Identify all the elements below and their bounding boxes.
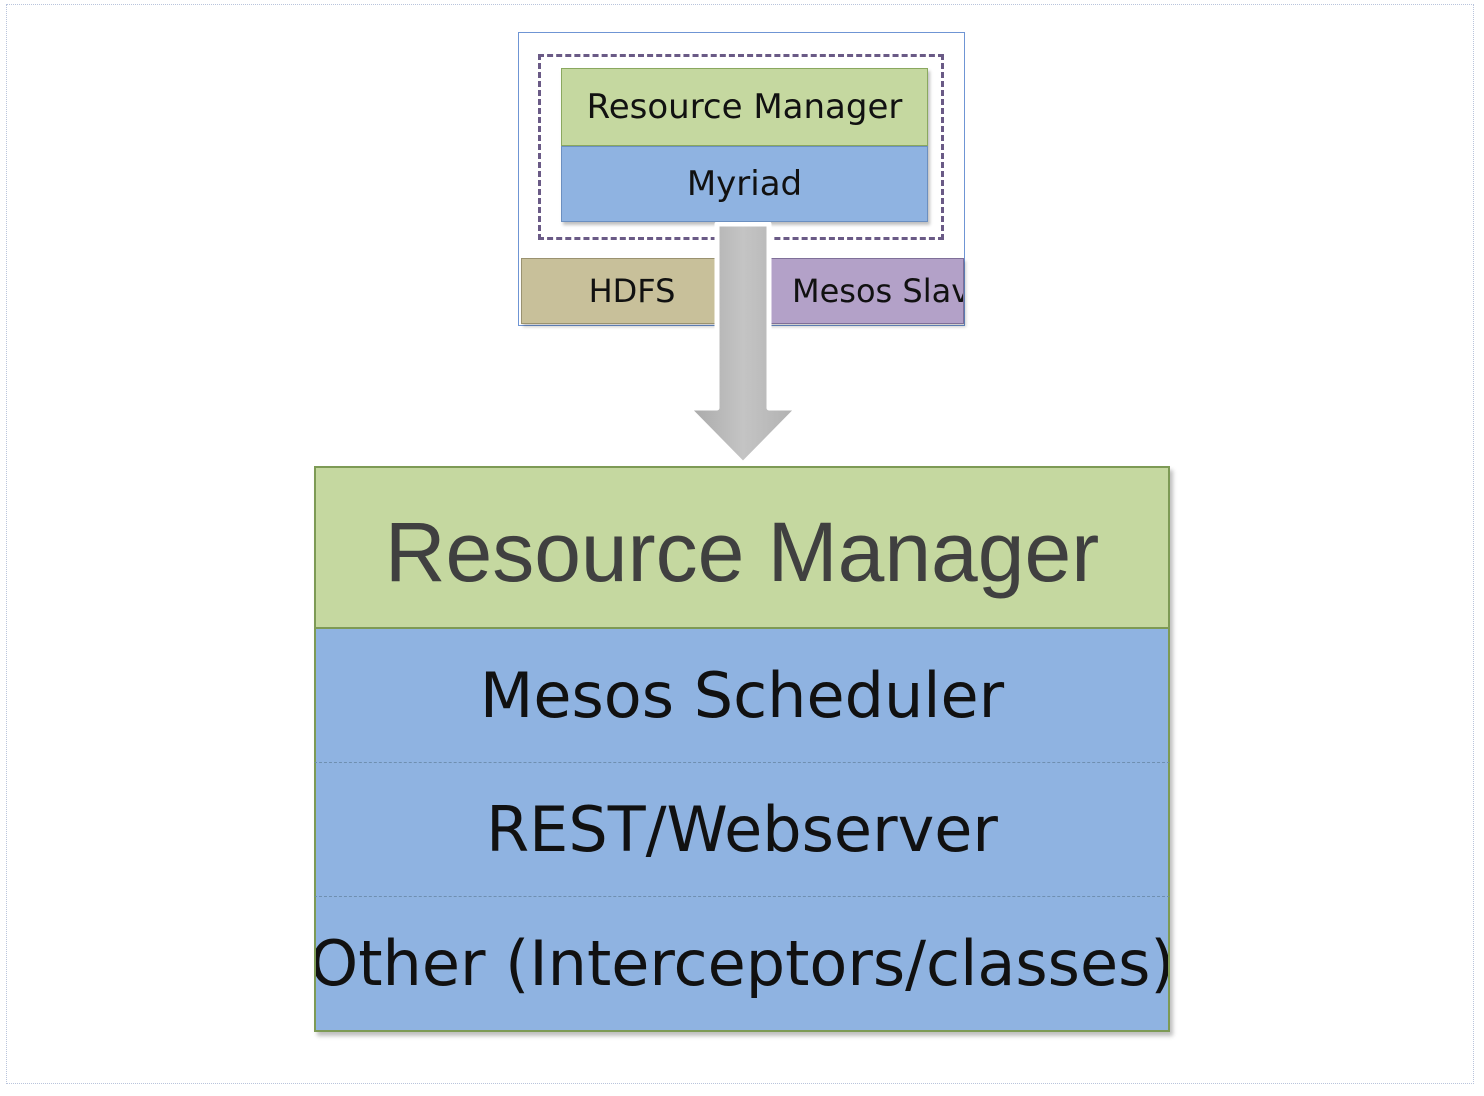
rest-webserver-label: REST/Webserver xyxy=(486,793,998,866)
down-arrow-icon xyxy=(685,222,801,467)
mesos-scheduler-layer: Mesos Scheduler xyxy=(314,629,1170,763)
mesos-scheduler-label: Mesos Scheduler xyxy=(479,659,1005,732)
resource-manager-stack: Resource Manager Mesos Scheduler REST/We… xyxy=(314,466,1170,1032)
hdfs-box: HDFS xyxy=(521,258,743,324)
node-myriad-label: Myriad xyxy=(686,164,803,204)
other-layer: Other (Interceptors/classes) xyxy=(314,897,1170,1032)
page-border xyxy=(6,4,1474,1084)
other-label: Other (Interceptors/classes) xyxy=(314,927,1170,1000)
mesos-slave-box: Mesos Slave xyxy=(743,258,964,324)
stack-resource-manager-label: Resource Manager xyxy=(384,505,1100,599)
node-resource-manager-label: Resource Manager xyxy=(586,87,903,127)
stack-resource-manager-layer: Resource Manager xyxy=(314,466,1170,629)
arrow-shape xyxy=(685,222,801,467)
rest-webserver-layer: REST/Webserver xyxy=(314,763,1170,897)
mesos-slave-label: Mesos Slave xyxy=(792,272,963,310)
node-resource-manager-box: Resource Manager xyxy=(561,68,928,146)
node-myriad-box: Myriad xyxy=(561,146,928,222)
hdfs-label: HDFS xyxy=(588,272,676,310)
